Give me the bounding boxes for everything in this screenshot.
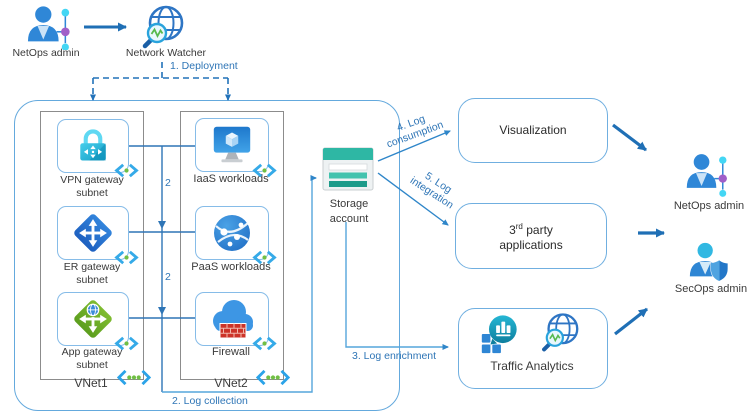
nsg-icon: [112, 334, 142, 353]
vnet2-label: VNet2: [214, 376, 248, 390]
app-gateway-subnet-box: [57, 292, 129, 346]
firewall-icon: [207, 297, 257, 341]
iaas-workloads-icon: [209, 122, 255, 168]
firewall-box: [195, 292, 269, 346]
down-arrowhead: [158, 221, 166, 229]
vpn-gateway-icon: [73, 126, 113, 166]
log-collection-line: [162, 175, 317, 393]
nsg-icon: [112, 248, 142, 267]
network-watcher-label: Network Watcher: [125, 47, 207, 59]
nsg-icon: [250, 161, 280, 180]
third-party-applications-box: 3rd party applications: [455, 203, 607, 269]
traffic-analytics-label: Traffic Analytics: [490, 359, 574, 373]
netops-admin-right-label: NetOps admin: [673, 200, 745, 212]
log-enrichment-line: [345, 222, 449, 350]
visualization-box: Visualization: [458, 98, 608, 163]
link-count-label: 2: [165, 177, 171, 189]
vnet2-box: [180, 111, 284, 380]
log-consumption-line: [377, 130, 451, 162]
network-watcher-small-icon: [540, 310, 584, 353]
vnet-link-lines: [127, 145, 195, 392]
netops-admin-label: NetOps admin: [12, 47, 80, 59]
storage-account-label: Storage account: [329, 198, 369, 225]
app-gateway-icon: [70, 296, 116, 342]
er-gateway-subnet-box: [57, 206, 129, 260]
arrow-visualization-to-admin: [612, 123, 647, 152]
log-collection-label: 2. Log collection: [172, 395, 248, 407]
app-gateway-subnet-label: App gateway subnet: [61, 346, 123, 371]
secops-admin-icon: [686, 241, 732, 285]
nsg-icon: [112, 161, 142, 180]
flow-logs-scope-container: [14, 100, 400, 411]
iaas-workloads-label: IaaS workloads: [193, 173, 269, 185]
vnet2-icon: [256, 368, 290, 387]
nsg-icon: [250, 334, 280, 353]
log-enrichment-label: 3. Log enrichment: [352, 350, 437, 362]
link-count-label: 2: [165, 271, 171, 283]
vnet1-box: [40, 111, 144, 380]
netops-admin-icon: [24, 4, 76, 50]
secops-admin-label: SecOps admin: [674, 283, 748, 295]
paas-workloads-label: PaaS workloads: [191, 261, 271, 273]
vnet1-icon: [117, 368, 151, 387]
vnet1-label: VNet1: [74, 376, 108, 390]
nsg-icon: [250, 248, 280, 267]
er-gateway-icon: [70, 210, 116, 256]
visualization-label: Visualization: [499, 123, 567, 137]
netops-admin-right-icon: [684, 150, 732, 198]
third-party-applications-label: 3rd party applications: [499, 222, 563, 252]
vpn-gateway-subnet-label: VPN gateway subnet: [60, 174, 124, 199]
log-integration-line: [377, 172, 449, 226]
vpn-gateway-subnet-box: [57, 119, 129, 173]
paas-workloads-icon: [210, 211, 254, 255]
deployment-dashed-arrows: [90, 62, 231, 101]
storage-account-icon: [322, 144, 374, 194]
deployment-flow-label: 1. Deployment: [170, 60, 238, 72]
firewall-label: Firewall: [212, 346, 250, 358]
er-gateway-subnet-label: ER gateway subnet: [63, 261, 121, 286]
iaas-workloads-box: [195, 118, 269, 172]
down-arrowhead: [158, 307, 166, 315]
arrow-analytics-to-admin: [614, 307, 648, 336]
log-analytics-icon: [478, 313, 520, 355]
network-watcher-icon: [140, 2, 190, 50]
paas-workloads-box: [195, 206, 269, 260]
